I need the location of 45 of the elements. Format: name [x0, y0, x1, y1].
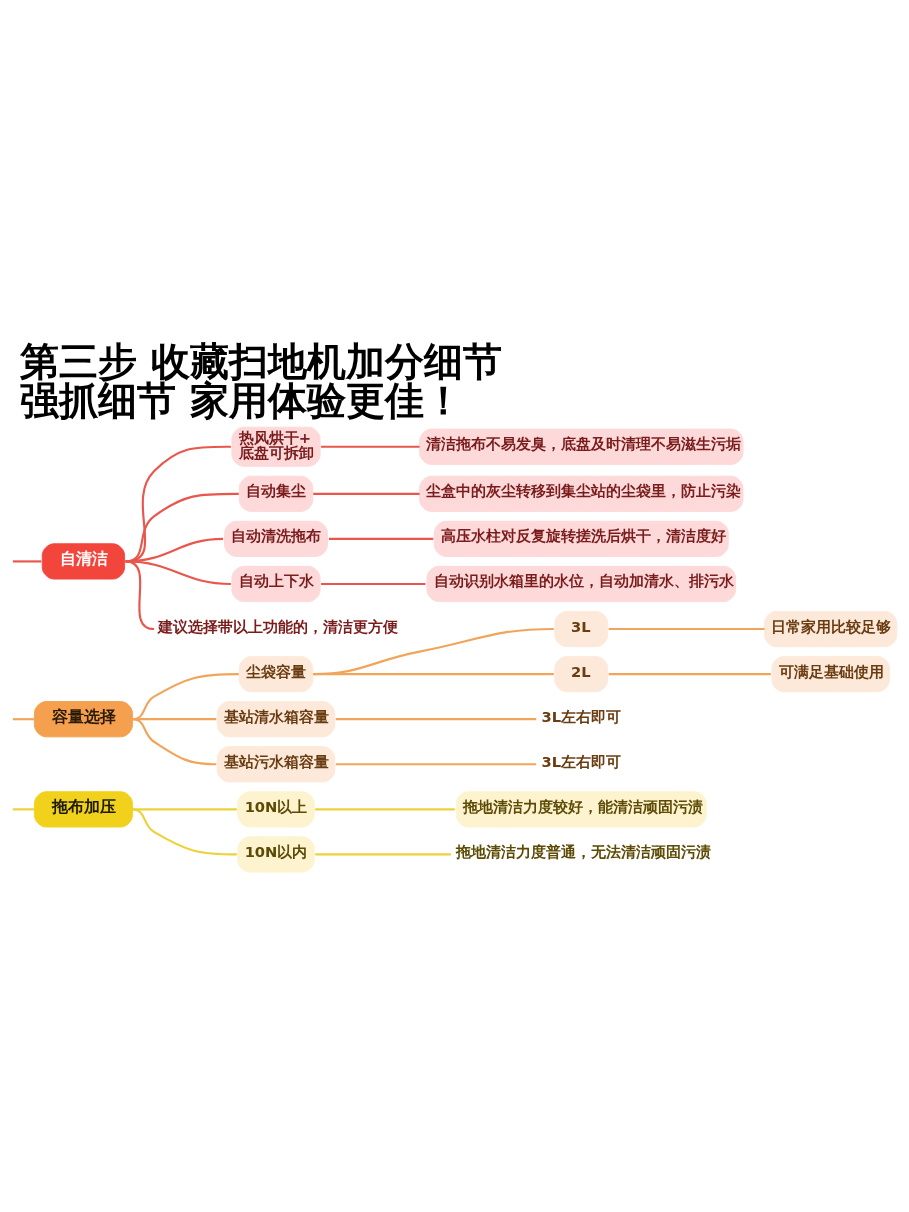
connector [315, 852, 451, 856]
node-box: 自清洁 [41, 542, 126, 580]
connector [12, 717, 35, 720]
node-text: 拖地清洁力度普通，无法清洁顽固污渍 [455, 842, 711, 860]
connector [321, 445, 420, 448]
node-box: 高压水柱对反复旋转搓洗后烘干，清洁度好 [433, 520, 729, 557]
connector [132, 717, 217, 765]
connector [132, 807, 237, 810]
node-box: 清洁拖布不易发臭，底盘及时清理不易滋生污垢 [419, 428, 744, 465]
node-box: 热风烘干+底盘可拆卸 [231, 426, 321, 467]
node-box: 容量选择 [33, 700, 133, 737]
connector [125, 559, 231, 585]
connector [315, 807, 455, 810]
connector [12, 807, 35, 810]
node-text: 3L左右即可 [541, 752, 622, 770]
node-box: 10N以上 [237, 790, 315, 827]
node-box: 基站清水箱容量 [216, 700, 336, 737]
node-box: 拖布加压 [33, 790, 133, 827]
node-box: 基站污水箱容量 [216, 745, 336, 782]
connector [321, 582, 426, 585]
node-box: 可满足基础使用 [771, 655, 890, 692]
node-box: 3L [554, 610, 609, 647]
connector [12, 559, 42, 562]
connector [335, 717, 537, 720]
node-box: 拖地清洁力度较好，能清洁顽固污渍 [455, 790, 707, 827]
node-box: 自动识别水箱里的水位，自动加清水、排污水 [426, 565, 737, 602]
node-box: 10N以内 [237, 835, 315, 873]
diagram-title: 第三步 收藏扫地机加分细节强抓细节 家用体验更佳！ [20, 338, 502, 423]
connector [608, 672, 771, 675]
connector [335, 762, 537, 765]
node-box: 自动清洗拖布 [224, 520, 328, 557]
connector [132, 807, 237, 855]
node-box: 自动集尘 [238, 475, 314, 512]
connector [313, 672, 554, 675]
connector [313, 492, 420, 495]
node-text: 3L左右即可 [541, 707, 622, 725]
node-box: 自动上下水 [231, 565, 321, 602]
connector [328, 537, 434, 540]
node-box: 尘袋容量 [238, 655, 314, 692]
node-box: 2L [554, 655, 609, 692]
node-box: 日常家用比较足够 [764, 610, 898, 647]
node-text: 建议选择带以上功能的，清洁更方便 [157, 616, 398, 634]
connector [608, 627, 765, 630]
node-box: 尘盒中的灰尘转移到集尘站的尘袋里，防止污染 [419, 475, 744, 512]
connector [313, 627, 554, 675]
